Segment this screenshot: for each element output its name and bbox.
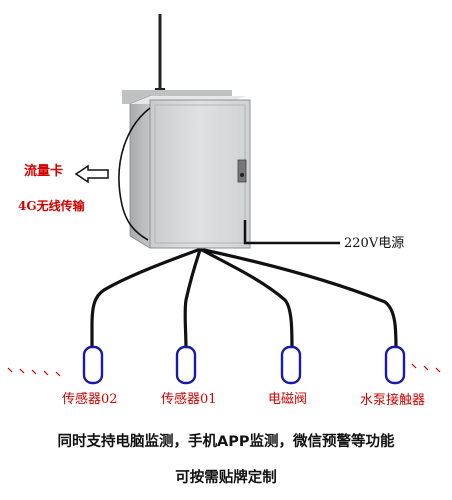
power-label: 220V电源 [344,236,405,251]
wireless-label: 4G无线传输 [18,199,85,213]
decor-ticks-left [7,367,61,377]
sim-card-label: 流量卡 [24,164,64,179]
cabinet-side [129,95,151,249]
left-arrow-icon [74,164,109,184]
caption-line-2: 可按需贴牌定制 [175,470,277,486]
sensor-probe-02 [82,345,104,385]
decor-ticks-right [411,363,441,373]
sensor-label-01: 传感器01 [161,392,217,407]
caption-line-1: 同时支持电脑监测，手机APP监测，微信预警等功能 [57,434,395,450]
valve-label: 电磁阀 [268,392,308,407]
sensor-probe-valve [280,345,302,385]
antenna-cable [118,107,151,241]
sensor-probe-pump [384,345,406,385]
key-lock-icon [237,159,247,183]
sensor-label-02: 传感器02 [62,392,118,407]
cabinet-front [149,99,251,249]
antenna-icon [155,14,165,96]
power-cable [243,220,340,245]
sensor-probes [82,345,406,385]
pump-contactor-label: 水泵接触器 [360,393,426,408]
sensor-wires [90,248,398,352]
sensor-probe-01 [175,345,197,385]
